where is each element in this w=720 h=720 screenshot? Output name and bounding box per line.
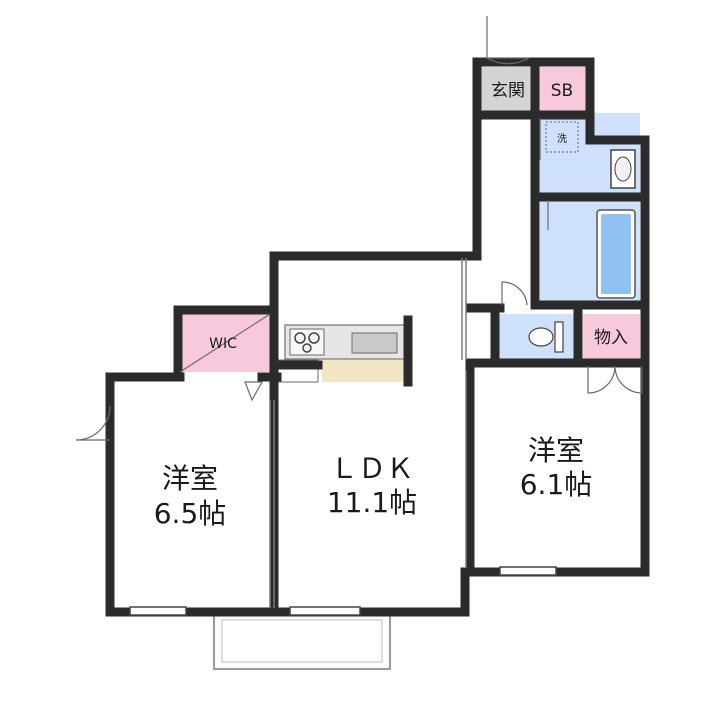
vanity-sink-icon xyxy=(610,149,636,189)
room-name-ldk: ＬＤＫ xyxy=(330,452,414,485)
thin-partitions xyxy=(269,258,467,608)
room-name-bedroom-left: 洋室 xyxy=(162,462,218,495)
label-storage: 物入 xyxy=(594,328,628,348)
room-size-bedroom-right: 6.1帖 xyxy=(520,468,593,501)
label-shoe-box: SB xyxy=(551,81,573,101)
washing-machine-icon xyxy=(545,121,579,153)
label-entrance: 玄関 xyxy=(491,81,525,101)
balcony-inner xyxy=(221,619,383,663)
shoe-box-floor xyxy=(538,67,587,113)
room-size-bedroom-left: 6.5帖 xyxy=(154,497,227,530)
room-size-ldk: 11.1帖 xyxy=(327,486,417,519)
room-name-bedroom-right: 洋室 xyxy=(528,434,584,467)
label-laundry: 洗 xyxy=(557,133,567,145)
balcony xyxy=(213,612,391,670)
toilet-icon xyxy=(528,321,564,353)
storage-floor xyxy=(583,314,640,360)
stove-icon xyxy=(289,328,325,356)
counter xyxy=(322,360,407,382)
label-wic: WIC xyxy=(209,336,237,352)
door-swings xyxy=(75,16,643,441)
sink-icon xyxy=(351,332,398,354)
walls xyxy=(105,57,650,617)
windows xyxy=(129,566,557,616)
bathtub-water xyxy=(601,214,631,294)
entrance-floor xyxy=(480,67,536,113)
